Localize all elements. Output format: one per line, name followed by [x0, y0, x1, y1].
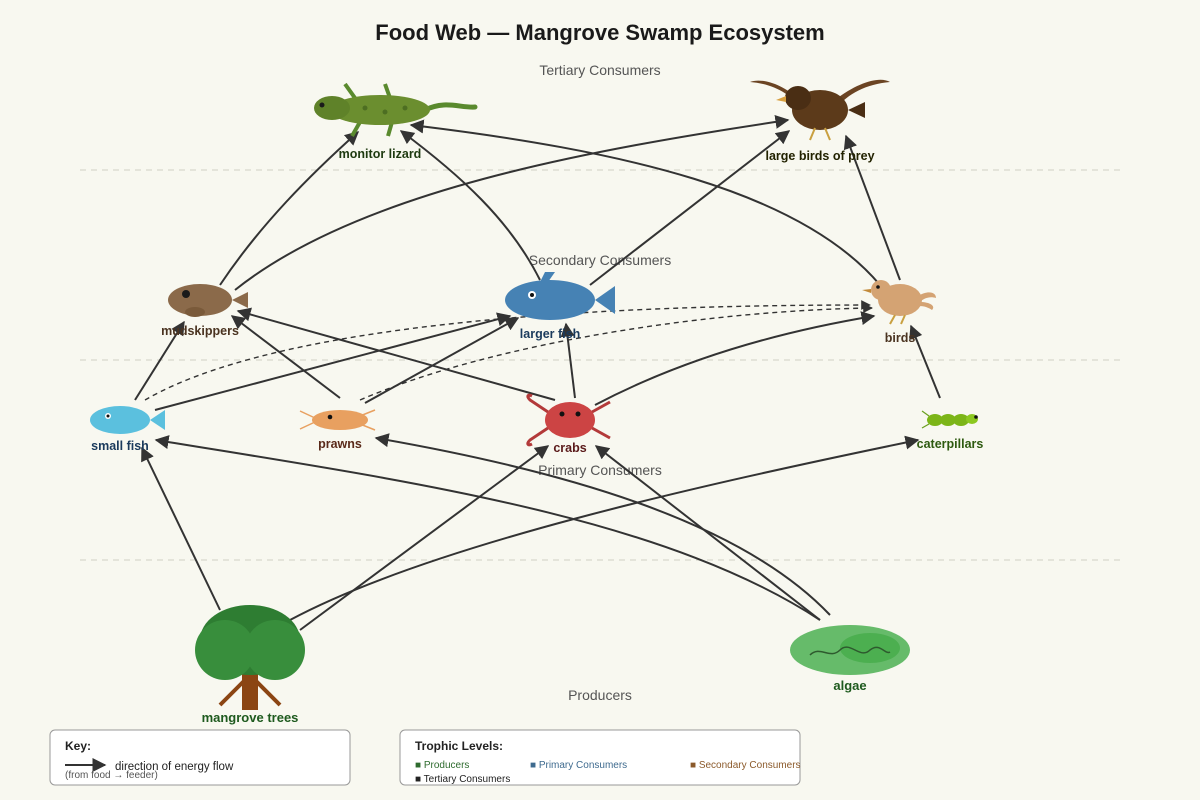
- arrow-algae-to-crabs: [594, 445, 821, 621]
- arrow-largerfish-to-birdsofprey: [589, 130, 791, 286]
- prawns-label: prawns: [318, 437, 362, 451]
- prawn-icon: [299, 409, 376, 431]
- caterpillar-icon: [921, 410, 978, 429]
- small-fish-label: small fish: [91, 439, 149, 453]
- arrow-mangrove-to-smallfish: [141, 446, 221, 611]
- algae-label: algae: [833, 678, 866, 693]
- monitor-lizard-label: monitor lizard: [339, 147, 422, 161]
- diagram-title: Food Web — Mangrove Swamp Ecosystem: [375, 20, 824, 45]
- algae-icon: [790, 625, 910, 675]
- arrow-prawns-to-birds: [359, 303, 873, 401]
- mudskippers-label: mudskippers: [161, 324, 239, 338]
- larger-fish-label: larger fish: [520, 327, 580, 341]
- legend-item-producers: ■ Producers: [415, 760, 469, 771]
- arrow-birds-to-lizard: [409, 119, 881, 286]
- bird-icon: [862, 280, 936, 325]
- key-arrow-label: direction of energy flow: [115, 761, 234, 773]
- arrow-smallfish-to-largerfish: [154, 312, 512, 411]
- crab-icon: [526, 393, 611, 447]
- arrow-prawns-to-largerfish: [364, 317, 520, 404]
- arrow-crabs-to-largerfish: [560, 322, 576, 399]
- birds-label: birds: [885, 331, 916, 345]
- arrow-crabs-to-birds: [594, 311, 876, 406]
- bird-of-prey-icon: [750, 79, 890, 141]
- legend-item-tertiary: ■ Tertiary Consumers: [415, 774, 510, 785]
- arrow-largerfish-to-lizard: [399, 130, 541, 281]
- mangrove-trees-label: mangrove trees: [202, 710, 299, 725]
- legend-item-primary: ■ Primary Consumers: [530, 760, 627, 771]
- arrow-algae-to-smallfish: [154, 435, 821, 621]
- key-box: Key: direction of energy flow (from food…: [49, 729, 351, 786]
- level-label-primary: Primary Consumers: [538, 462, 662, 478]
- arrow-mudskippers-to-birdsofprey: [234, 114, 790, 291]
- small-fish-icon: [90, 406, 165, 434]
- crabs-label: crabs: [553, 441, 586, 455]
- level-label-tertiary: Tertiary Consumers: [539, 62, 660, 78]
- legend-item-secondary: ■ Secondary Consumers: [690, 760, 801, 771]
- level-label-secondary: Secondary Consumers: [529, 252, 671, 268]
- caterpillars-label: caterpillars: [917, 437, 984, 451]
- birds-of-prey-label: large birds of prey: [765, 149, 874, 163]
- key-title: Key:: [65, 739, 91, 753]
- level-label-producers: Producers: [568, 687, 632, 703]
- arrow-birds-to-birdsofprey: [843, 134, 901, 281]
- monitor-lizard-icon: [314, 82, 478, 137]
- arrow-mudskippers-to-lizard: [219, 131, 360, 286]
- arrow-algae-to-prawns: [374, 433, 831, 616]
- arrow-mangrove-to-crabs: [299, 445, 550, 631]
- arrow-caterpillars-to-birds: [909, 324, 941, 399]
- mudskipper-icon: [168, 284, 248, 317]
- key-arrow-sublabel: (from food → feeder): [65, 770, 158, 781]
- arrow-smallfish-to-birds: [144, 300, 871, 401]
- arrow-crabs-to-mudskippers: [236, 307, 556, 401]
- mangrove-tree-icon: [195, 605, 305, 710]
- energy-flow-arrows: [134, 114, 941, 631]
- larger-fish-icon: [505, 272, 615, 320]
- trophic-legend: Trophic Levels: ■ Producers ■ Primary Co…: [399, 729, 801, 786]
- arrow-smallfish-to-mudskippers: [134, 320, 185, 401]
- arrow-prawns-to-mudskippers: [230, 315, 341, 399]
- trophic-legend-title: Trophic Levels:: [415, 739, 503, 753]
